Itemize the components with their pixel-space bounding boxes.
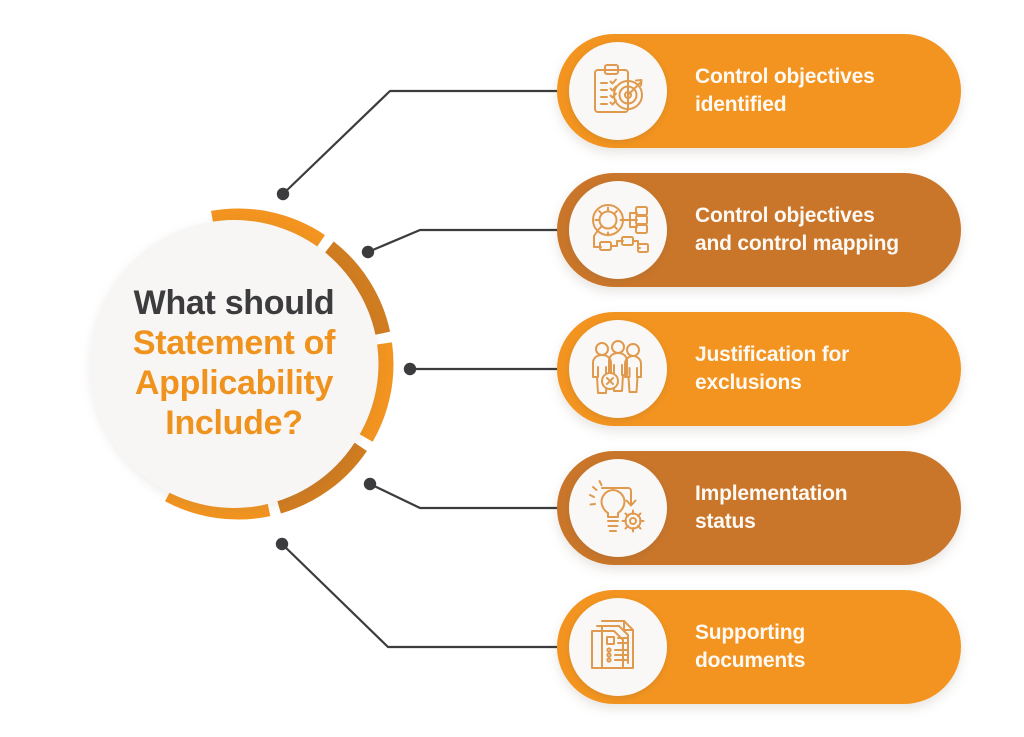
gear-magnifier-network-icon: [569, 181, 667, 279]
connector-3-hub-dot: [403, 362, 417, 376]
hub-disc: [90, 220, 378, 508]
hub-title-line-2: Statement of: [132, 324, 336, 363]
people-exclusion-icon: [569, 320, 667, 418]
hub-arc-ring: [164, 208, 394, 520]
hub-title-line-1: What should: [133, 284, 335, 323]
connector-1-line: [281, 89, 598, 196]
documents-stack-icon: [569, 598, 667, 696]
arc-segment-3: [359, 342, 394, 442]
hub-title-line-3: Applicability: [134, 364, 334, 402]
hub-title: What should Statement of Applicability I…: [90, 220, 378, 508]
arc-segment-4: [276, 442, 367, 514]
central-hub: What should Statement of Applicability I…: [78, 198, 398, 543]
arc-segment-1: [211, 208, 325, 248]
clipboard-target-icon: [569, 42, 667, 140]
connector-5-line: [280, 542, 598, 649]
hub-title-line-4: Include?: [165, 403, 303, 442]
arc-segment-5: [164, 487, 271, 520]
lightbulb-gear-icon: [569, 459, 667, 557]
arc-segment-2: [324, 241, 391, 335]
connector-1: [276, 84, 603, 201]
connector-5: [275, 537, 603, 654]
